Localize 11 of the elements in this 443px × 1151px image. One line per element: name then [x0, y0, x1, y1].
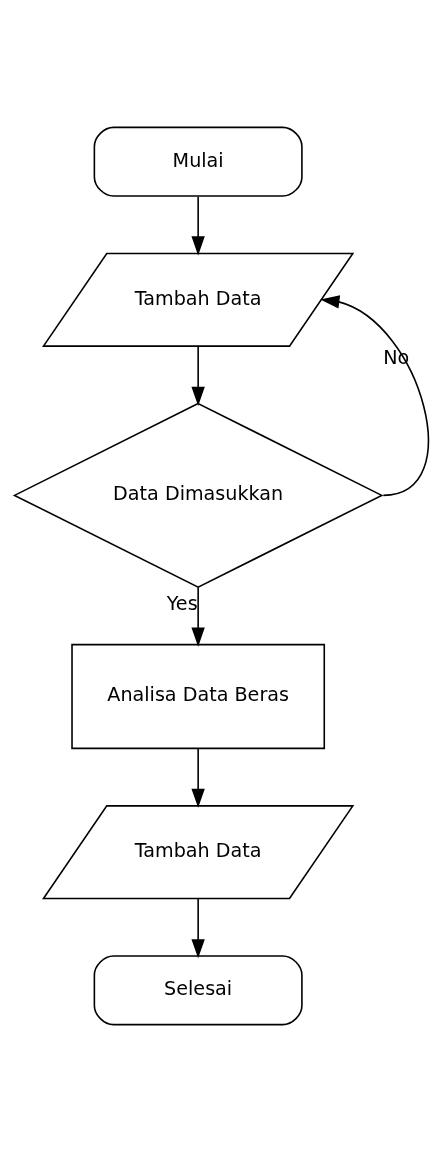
arrow [191, 585, 205, 647]
arrow [320, 294, 429, 496]
arrow [191, 345, 205, 406]
arrow [191, 747, 205, 808]
arrow [191, 195, 205, 255]
arrow [191, 897, 205, 958]
edge-label: Yes [166, 591, 198, 615]
node-box: Selesai [93, 954, 303, 1025]
node-box: Analisa Data Beras [71, 643, 326, 749]
node-diamond: Data Dimasukkan [12, 402, 384, 588]
node-box: Mulai [93, 126, 303, 197]
